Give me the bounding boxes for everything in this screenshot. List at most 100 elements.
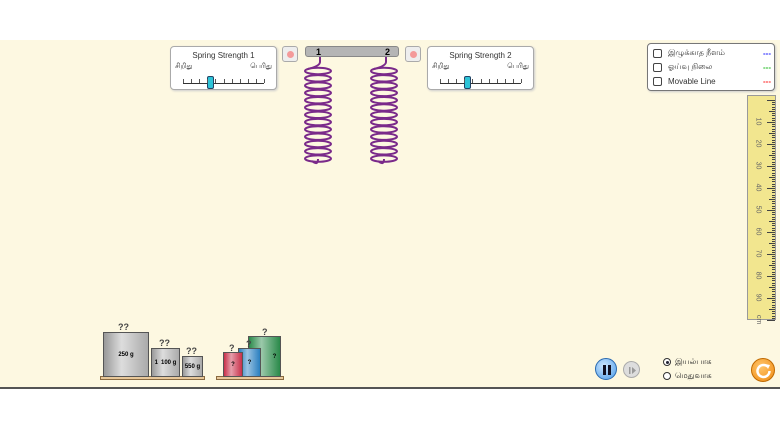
stop-spring-1-button[interactable] — [282, 46, 298, 62]
spring-coil — [370, 139, 398, 149]
spring-coil — [304, 88, 332, 98]
ruler-tick — [772, 256, 775, 258]
spring-hanger-bar: 1 2 — [305, 46, 399, 57]
slider-tick — [247, 79, 249, 83]
checkbox[interactable] — [653, 76, 662, 86]
ruler-tick — [769, 265, 775, 266]
ruler-tick — [772, 282, 775, 284]
ruler-label: 50 — [754, 205, 762, 214]
ruler-tick — [769, 177, 775, 178]
ruler-tick — [772, 104, 775, 106]
mass-prefix: 1 — [154, 359, 158, 366]
option-label: Movable Line — [668, 76, 716, 86]
slider-tick — [448, 79, 450, 83]
spring-coil — [370, 88, 398, 98]
stop-spring-2-button[interactable] — [405, 46, 421, 62]
spring-coil — [370, 147, 398, 156]
spring-coil — [304, 110, 332, 119]
spring-coil — [370, 125, 398, 134]
slider-tick — [504, 79, 506, 83]
ruler-tick — [772, 284, 775, 286]
reset-button[interactable] — [751, 358, 775, 382]
ruler-tick — [772, 306, 775, 308]
ruler-tick — [772, 179, 775, 181]
max-label: பெரிது — [250, 63, 272, 70]
radio[interactable] — [663, 372, 671, 380]
ruler-tick — [772, 139, 775, 141]
spring-coil — [304, 117, 332, 127]
slider-tick — [456, 79, 458, 83]
hook-icon: ? — [262, 327, 268, 337]
ruler-tick — [772, 300, 775, 302]
springs[interactable] — [290, 57, 420, 172]
ruler-tick — [772, 216, 775, 218]
ruler-tick — [772, 278, 775, 280]
ruler-tick — [767, 188, 775, 189]
hook-icon: ?? — [118, 322, 129, 332]
ruler-tick — [772, 115, 775, 117]
hook-icon: ?? — [186, 346, 197, 356]
mystery-mass-red[interactable]: ? — [223, 352, 243, 377]
step-icon — [629, 367, 636, 374]
ruler-tick — [767, 166, 775, 167]
ruler-tick — [767, 320, 775, 321]
ruler-tick — [772, 311, 775, 313]
spring-strength-2-slider[interactable] — [440, 76, 522, 89]
spring-coil — [304, 81, 332, 90]
ruler-tick — [772, 106, 775, 108]
checkbox[interactable] — [653, 48, 662, 58]
ruler-tick — [772, 128, 775, 130]
ruler-tick — [772, 102, 775, 104]
ruler-tick — [772, 218, 775, 220]
spring-2[interactable] — [370, 57, 398, 165]
mass-label: ? — [231, 361, 235, 368]
options-panel: இழுக்காத நீளம்--- ஓய்வு நிலை--- Movable … — [647, 43, 775, 91]
ruler-label: cm — [755, 314, 763, 325]
reset-icon — [756, 363, 771, 379]
ruler-tick — [772, 267, 775, 269]
speed-normal-radio[interactable]: இயல்பாக — [663, 357, 712, 367]
spring-strength-1-slider[interactable] — [183, 76, 265, 89]
ruler-tick — [772, 302, 775, 304]
ruler-tick — [769, 155, 775, 156]
spring-coil — [304, 139, 332, 149]
radio[interactable] — [663, 358, 671, 366]
ruler-tick — [772, 159, 775, 161]
step-button[interactable] — [623, 361, 640, 378]
ruler-tick — [772, 185, 775, 187]
ruler-tick — [772, 174, 775, 176]
ruler-label: 80 — [754, 271, 762, 280]
ruler-tick — [772, 170, 775, 172]
spring-coil — [370, 103, 398, 112]
checkbox[interactable] — [653, 62, 662, 72]
ruler-tick — [772, 225, 775, 227]
ruler-tick — [769, 243, 775, 244]
option-unstretched-length[interactable]: இழுக்காத நீளம்--- — [653, 47, 771, 59]
spring-strength-2-panel: Spring Strength 2 சிறிது பெரிது — [427, 46, 534, 90]
option-rest-position[interactable]: ஓய்வு நிலை--- — [653, 61, 771, 73]
ruler-tick — [772, 163, 775, 165]
spring-1[interactable] — [304, 57, 332, 165]
ruler-tick — [772, 157, 775, 159]
ruler-tick — [772, 247, 775, 249]
ruler-tick — [772, 183, 775, 185]
option-movable-line[interactable]: Movable Line--- — [653, 75, 771, 87]
ruler-tick — [772, 240, 775, 242]
ruler-tick — [767, 254, 775, 255]
radio-label: இயல்பாக — [675, 357, 712, 366]
ruler-label: 60 — [754, 227, 762, 236]
pause-button[interactable] — [595, 358, 617, 380]
hook-icon: ?? — [159, 338, 170, 348]
mass-250g[interactable]: 250 g — [103, 332, 149, 377]
slider-thumb[interactable] — [464, 76, 472, 89]
ruler-tick — [772, 273, 775, 275]
ruler-tick — [769, 287, 775, 288]
ruler-tick — [767, 298, 775, 299]
slider-tick — [231, 79, 233, 83]
speed-slow-radio[interactable]: மெதுவாக — [663, 371, 712, 381]
slider-thumb[interactable] — [207, 76, 215, 89]
ruler-tick — [772, 201, 775, 203]
